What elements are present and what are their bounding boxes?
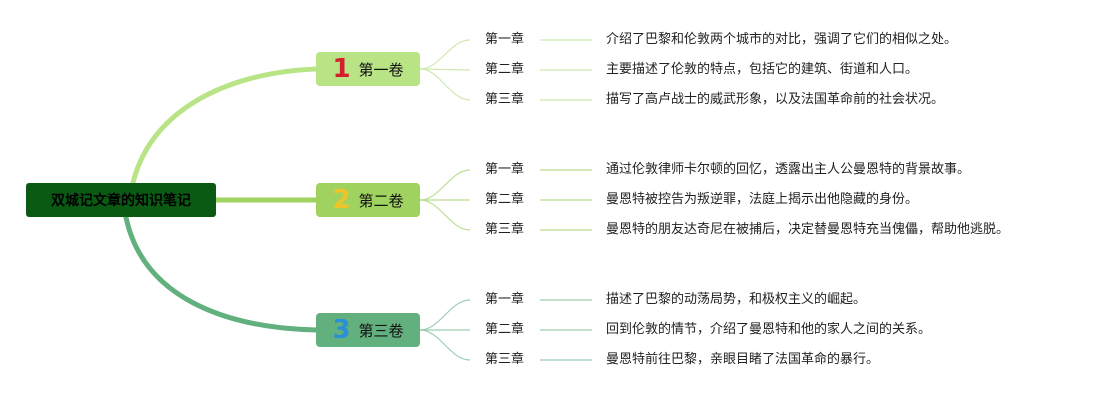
volume-2-label: 第二卷 [358, 191, 404, 210]
volume-3-chapter-3-label[interactable]: 第三章 [485, 352, 525, 367]
volume-3-node[interactable]: 3 第三卷 [316, 313, 420, 347]
volume-2-number: 2 [332, 185, 351, 215]
volume-1-chapter-links [419, 39, 592, 101]
volume-2-chapter-links [419, 169, 592, 231]
branch-volume-1 [127, 66, 319, 203]
volume-2-node[interactable]: 2 第二卷 [316, 183, 420, 217]
volume-3-number: 3 [332, 315, 351, 345]
branch-volume-3 [122, 209, 319, 333]
volume-1-chapter-2-summary[interactable]: 主要描述了伦敦的特点，包括它的建筑、街道和人口。 [606, 62, 919, 77]
volume-3-chapter-2-label[interactable]: 第二章 [485, 322, 525, 337]
volume-3-chapter-1-label[interactable]: 第一章 [485, 292, 525, 307]
volume-1-chapter-1-summary[interactable]: 介绍了巴黎和伦敦两个城市的对比，强调了它们的相似之处。 [606, 32, 958, 47]
volume-1-chapter-1-label[interactable]: 第一章 [485, 32, 525, 47]
volume-1-chapter-2-label[interactable]: 第二章 [485, 62, 525, 77]
root-topic-label: 双城记文章的知识笔记 [51, 193, 191, 209]
volume-2-chapter-3-label[interactable]: 第三章 [485, 222, 525, 237]
volume-3-label: 第三卷 [358, 321, 404, 340]
volume-1-number: 1 [332, 54, 351, 84]
volume-1-label: 第一卷 [358, 60, 404, 79]
volume-3-chapter-2-summary[interactable]: 回到伦敦的情节，介绍了曼恩特和他的家人之间的关系。 [606, 322, 932, 337]
volume-2-chapter-2-label[interactable]: 第二章 [485, 192, 525, 207]
volume-1-chapter-3-label[interactable]: 第三章 [485, 92, 525, 107]
volume-1-node[interactable]: 1 第一卷 [316, 52, 420, 86]
volume-2-chapter-2-summary[interactable]: 曼恩特被控告为叛逆罪，法庭上揭示出他隐藏的身份。 [606, 192, 919, 207]
volume-2-chapter-1-label[interactable]: 第一章 [485, 162, 525, 177]
volume-3-chapter-3-summary[interactable]: 曼恩特前往巴黎，亲眼目睹了法国革命的暴行。 [606, 352, 880, 367]
volume-1-chapter-3-summary[interactable]: 描写了高卢战士的威武形象，以及法国革命前的社会状况。 [606, 92, 945, 107]
root-topic[interactable]: 双城记文章的知识笔记 [26, 183, 216, 217]
volume-2-chapter-1-summary[interactable]: 通过伦敦律师卡尔顿的回忆，透露出主人公曼恩特的背景故事。 [606, 162, 971, 177]
volume-3-chapter-1-summary[interactable]: 描述了巴黎的动荡局势，和极权主义的崛起。 [606, 292, 867, 307]
volume-3-chapter-links [419, 299, 592, 361]
volume-2-chapter-3-summary[interactable]: 曼恩特的朋友达奇尼在被捕后，决定替曼恩特充当傀儡，帮助他逃脱。 [606, 222, 1010, 237]
